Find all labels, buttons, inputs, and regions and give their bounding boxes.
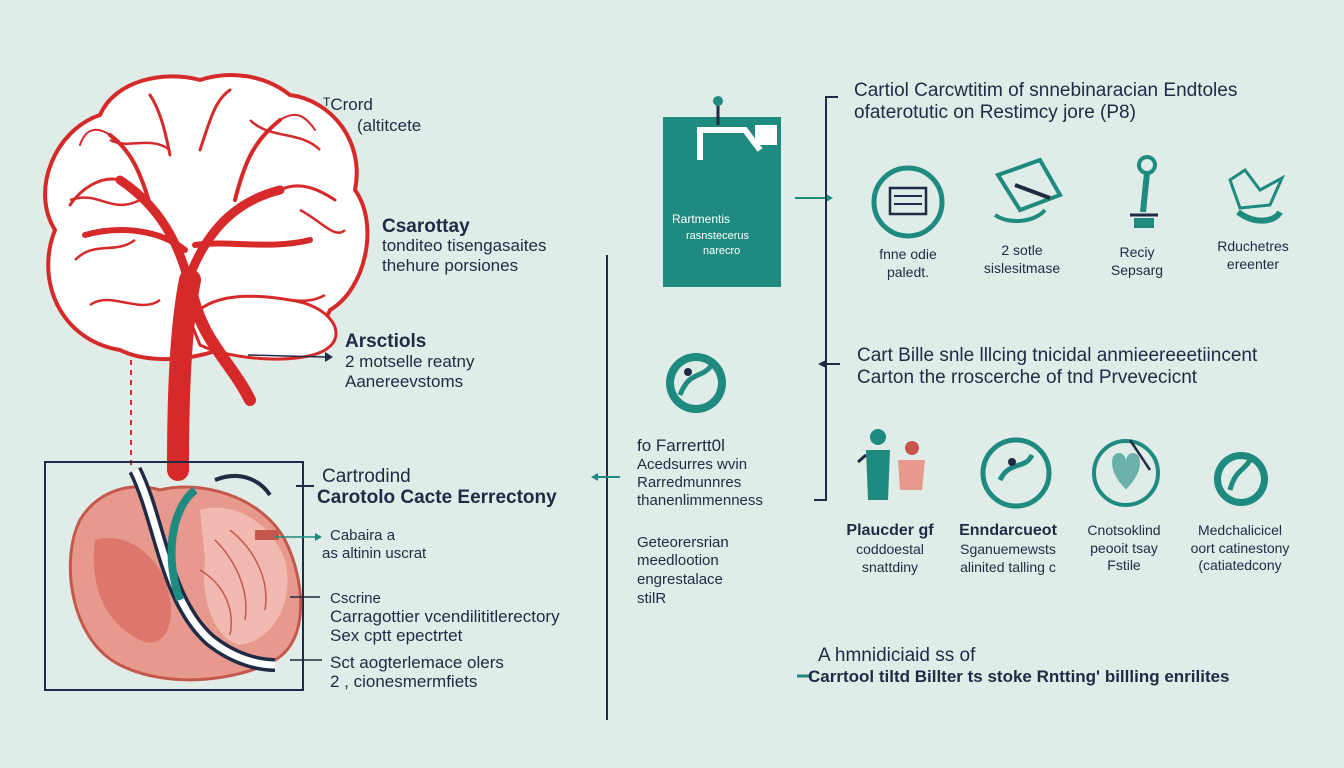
bottom-label-line2: 2 , cionesmermfiets — [330, 672, 478, 691]
section1-label-monitor: fnne odie paledt. — [879, 246, 937, 280]
cscrine-line3: Sex cptt epectrtet — [330, 626, 463, 645]
bottom-note-2: Carrtool tiltd Billter ts stoke Rntting'… — [808, 667, 1230, 686]
carotid-line1: Carotolo Cacte Eerrectony — [317, 487, 557, 508]
monitor-icon — [871, 165, 945, 239]
section2-label-heart-scan: Cnotsoklind peooit tsay Fstile — [1087, 522, 1161, 573]
section1-title-2: ofaterotutic on Restimcy jore (P8) — [854, 102, 1136, 123]
section1-label-hand: Rduchetres ereenter — [1217, 238, 1289, 272]
endarterectomy-icon — [980, 437, 1052, 509]
cscrine-line1: Cscrine — [330, 590, 381, 607]
note-top-2: Acedsurres wvin — [637, 456, 748, 473]
note-top-1: fo Farrertt0l — [637, 436, 725, 455]
caregiver-icon — [857, 429, 925, 500]
carotay-line1: tonditeo tisengasaites — [382, 236, 547, 255]
note-bottom-1: Geteorersrian — [637, 534, 729, 551]
note-top-4: thanenlimmenness — [637, 492, 763, 509]
carotay-title: Csarottay — [382, 216, 470, 237]
bottom-label-line1: Sct aogterlemace olers — [330, 653, 504, 672]
bottom-note-1: A hmnidiciaid ss of — [818, 645, 976, 666]
cabaita-line1: Cabaira a — [330, 527, 396, 544]
note-bottom-4: stilR — [637, 590, 667, 607]
section2-label-carotid: Medchalicicel oort catinestony (catiated… — [1190, 522, 1290, 573]
probe-icon — [1130, 155, 1158, 228]
heart-scan-icon — [1092, 439, 1160, 507]
device-text-1: Rartmentis — [672, 212, 731, 226]
top-label-sub: (altitcete — [357, 116, 422, 135]
note-bottom-2: meedlootion — [637, 552, 719, 569]
heart-frame — [44, 461, 304, 691]
section2-label-endarterectomy: Enndarcueot Sganuemewsts alinited tallin… — [959, 522, 1057, 575]
section1-title-1: Cartiol Carcwtitim of snnebinaracian End… — [854, 80, 1238, 101]
right-bracket — [814, 96, 838, 501]
top-label-title: ᵀCrord — [323, 95, 373, 114]
note-top-3: Rarredmunnres — [637, 474, 742, 491]
carotay-line2: thehure porsiones — [382, 256, 519, 275]
cabaita-line2: as altinin uscrat — [322, 545, 427, 562]
device-illustration — [663, 96, 781, 287]
microscope-icon — [666, 353, 726, 413]
carotid-title: Cartrodind — [322, 466, 411, 487]
heart-illustration — [68, 466, 303, 682]
hand-icon — [1228, 167, 1286, 224]
section1-label-tool: 2 sotle sislesitmase — [983, 242, 1061, 276]
carotid-icon — [1214, 452, 1268, 506]
brain-illustration — [43, 73, 370, 361]
section2-title-2: Carton the rroscerche of tnd Prvevecicnt — [857, 367, 1198, 388]
artery-tree — [68, 88, 337, 481]
arterials-line2: Aanereevstoms — [345, 372, 464, 391]
arterials-line1: 2 motselle reatny — [345, 352, 475, 371]
section2-label-caregiver: Plaucder gf coddoestal snattdiny — [846, 522, 934, 575]
device-text-2: rasnstecerus — [686, 230, 749, 242]
device-text-3: narecro — [703, 245, 741, 257]
connector-arterials — [247, 354, 326, 358]
arterials-title: Arsctiols — [345, 331, 427, 352]
note-bottom-3: engrestalace — [637, 571, 723, 588]
section1-label-probe: Reciy Sepsarg — [1110, 244, 1164, 278]
surgical-tool-icon — [993, 157, 1063, 223]
section2-title-1: Cart Bille snle lllcing tnicidal anmieer… — [857, 345, 1258, 366]
cscrine-line2: Carragottier vcendilititlerectory — [330, 607, 560, 626]
